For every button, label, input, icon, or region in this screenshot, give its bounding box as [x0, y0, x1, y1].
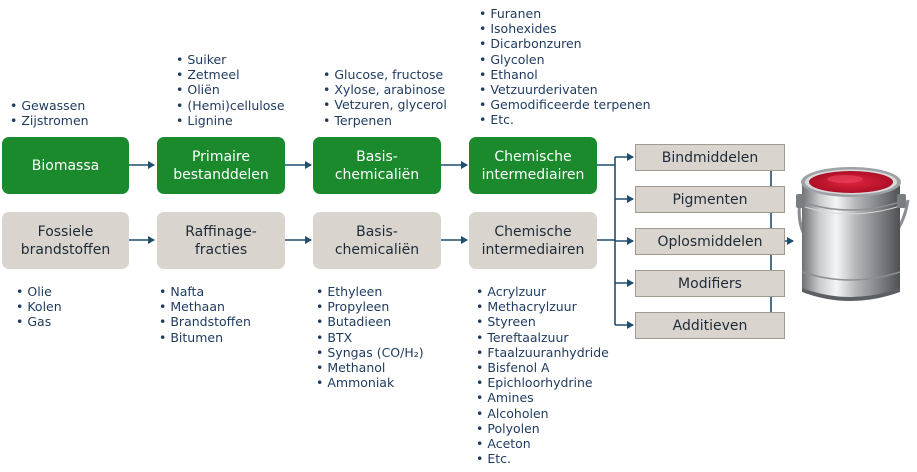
list-item: Terpenen	[323, 113, 447, 128]
box-label: brandstoffen	[20, 241, 111, 258]
list-basischemicalien-bio: Glucose, fructose Xylose, arabinose Vetz…	[323, 67, 447, 128]
output-additieven: Additieven	[635, 312, 785, 339]
list-biomassa-sources: Gewassen Zijstromen	[10, 98, 89, 128]
box-raffinagefracties: Raffinage-fracties	[157, 212, 285, 269]
list-item: Alcoholen	[476, 406, 609, 421]
list-item: Kolen	[16, 299, 61, 314]
list-item: Ethyleen	[316, 284, 424, 299]
paint-can-icon	[796, 167, 910, 301]
list-item: Zetmeel	[176, 67, 285, 82]
list-item: Bitumen	[159, 330, 251, 345]
list-item: Isohexides	[479, 21, 651, 36]
list-item: Etc.	[479, 112, 651, 127]
list-item: Butadieen	[316, 314, 424, 329]
box-label: chemicaliën	[334, 166, 420, 183]
list-item: Methanol	[316, 360, 424, 375]
list-item: Oliën	[176, 82, 285, 97]
box-label: chemicaliën	[334, 241, 420, 258]
list-item: Zijstromen	[10, 113, 88, 128]
output-bindmiddelen: Bindmiddelen	[635, 144, 785, 171]
list-item: Furanen	[479, 6, 651, 21]
list-fossiel-sources: Olie Kolen Gas	[16, 284, 62, 330]
list-item: Ethanol	[479, 67, 651, 82]
output-label: Oplosmiddelen	[657, 233, 763, 250]
list-item: Methaan	[159, 299, 251, 314]
list-item: Bisfenol A	[476, 360, 609, 375]
list-primaire-bestanddelen: Suiker Zetmeel Oliën (Hemi)cellulose Lig…	[176, 52, 285, 128]
list-item: Gas	[16, 314, 62, 329]
list-item: BTX	[316, 330, 424, 345]
box-label: Basis-	[356, 148, 398, 165]
list-item: Etc.	[476, 451, 609, 466]
output-pigmenten: Pigmenten	[635, 186, 785, 213]
box-label: Basis-	[356, 223, 398, 240]
list-item: Nafta	[159, 284, 251, 299]
list-raffinagefracties: Nafta Methaan Brandstoffen Bitumen	[159, 284, 251, 345]
box-label: Biomassa	[31, 157, 100, 174]
box-label: Fossiele	[37, 223, 94, 240]
box-label: fracties	[194, 241, 248, 258]
list-item: Acrylzuur	[476, 284, 609, 299]
list-item: Tereftaalzuur	[476, 330, 609, 345]
list-item: Ammoniak	[316, 375, 424, 390]
list-item: Syngas (CO/H₂)	[316, 345, 423, 360]
box-label: bestanddelen	[173, 166, 269, 183]
box-basischemicalien-bio: Basis-chemicaliën	[313, 137, 441, 194]
list-item: Suiker	[176, 52, 285, 67]
box-label: Raffinage-	[185, 223, 257, 240]
list-item: Aceton	[476, 436, 609, 451]
box-label: Chemische	[494, 223, 572, 240]
list-item: Vetzuurderivaten	[479, 82, 651, 97]
box-label: Chemische	[494, 148, 572, 165]
output-modifiers: Modifiers	[635, 270, 785, 297]
list-item: Ftaalzuuranhydride	[476, 345, 609, 360]
list-item: Methacrylzuur	[476, 299, 609, 314]
list-item: Polyolen	[476, 421, 609, 436]
list-item: Gewassen	[10, 98, 89, 113]
box-label: intermediairen	[481, 166, 585, 183]
output-label: Pigmenten	[672, 191, 748, 208]
output-label: Modifiers	[678, 275, 742, 292]
list-basischemicalien-fossiel: Ethyleen Propyleen Butadieen BTX Syngas …	[316, 284, 424, 390]
box-label: Primaire	[191, 148, 250, 165]
list-item: Dicarbonzuren	[479, 36, 651, 51]
list-item: Lignine	[176, 113, 285, 128]
list-intermediairen-fossiel: Acrylzuur Methacrylzuur Styreen Tereftaa…	[476, 284, 609, 466]
box-basischemicalien-fossiel: Basis-chemicaliën	[313, 212, 441, 269]
list-item: Vetzuren, glycerol	[323, 97, 446, 112]
list-item: Gemodificeerde terpenen	[479, 97, 650, 112]
list-item: Styreen	[476, 314, 609, 329]
output-label: Additieven	[672, 317, 748, 334]
list-item: Olie	[16, 284, 62, 299]
list-item: Glucose, fructose	[323, 67, 447, 82]
list-item: Epichloorhydrine	[476, 375, 609, 390]
list-item: (Hemi)cellulose	[176, 98, 284, 113]
box-label: intermediairen	[481, 241, 585, 258]
list-item: Brandstoffen	[159, 314, 251, 329]
list-intermediairen-bio: Furanen Isohexides Dicarbonzuren Glycole…	[479, 6, 651, 128]
output-oplosmiddelen: Oplosmiddelen	[635, 228, 785, 255]
list-item: Glycolen	[479, 52, 651, 67]
output-label: Bindmiddelen	[661, 149, 759, 166]
box-biomassa: Biomassa	[2, 137, 129, 194]
list-item: Amines	[476, 390, 609, 405]
list-item: Propyleen	[316, 299, 424, 314]
list-item: Xylose, arabinose	[323, 82, 447, 97]
